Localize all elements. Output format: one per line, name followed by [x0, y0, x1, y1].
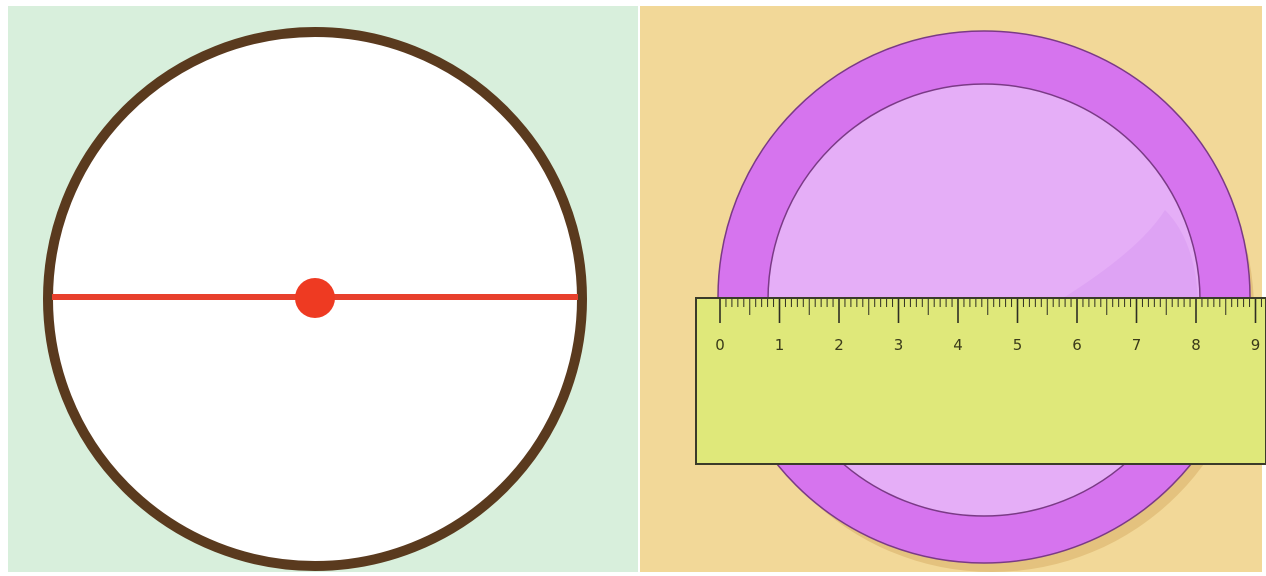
ruler-number: 3: [894, 336, 904, 354]
ruler-number: 2: [834, 336, 844, 354]
center-dot: [295, 278, 335, 318]
ruler-number: 7: [1132, 336, 1142, 354]
ruler-number: 4: [953, 336, 963, 354]
ruler-number: 9: [1251, 336, 1261, 354]
left-panel: [8, 6, 638, 572]
ruler-number: 6: [1072, 336, 1082, 354]
ruler-number: 0: [715, 336, 725, 354]
ruler-number: 5: [1013, 336, 1023, 354]
ruler: 0 1 2 3 4 5 6 7 8 9: [696, 298, 1266, 464]
ruler-number: 8: [1191, 336, 1201, 354]
right-panel: 0 1 2 3 4 5 6 7 8 9: [640, 6, 1266, 572]
ruler-body: [696, 298, 1266, 464]
ruler-number: 1: [775, 336, 785, 354]
